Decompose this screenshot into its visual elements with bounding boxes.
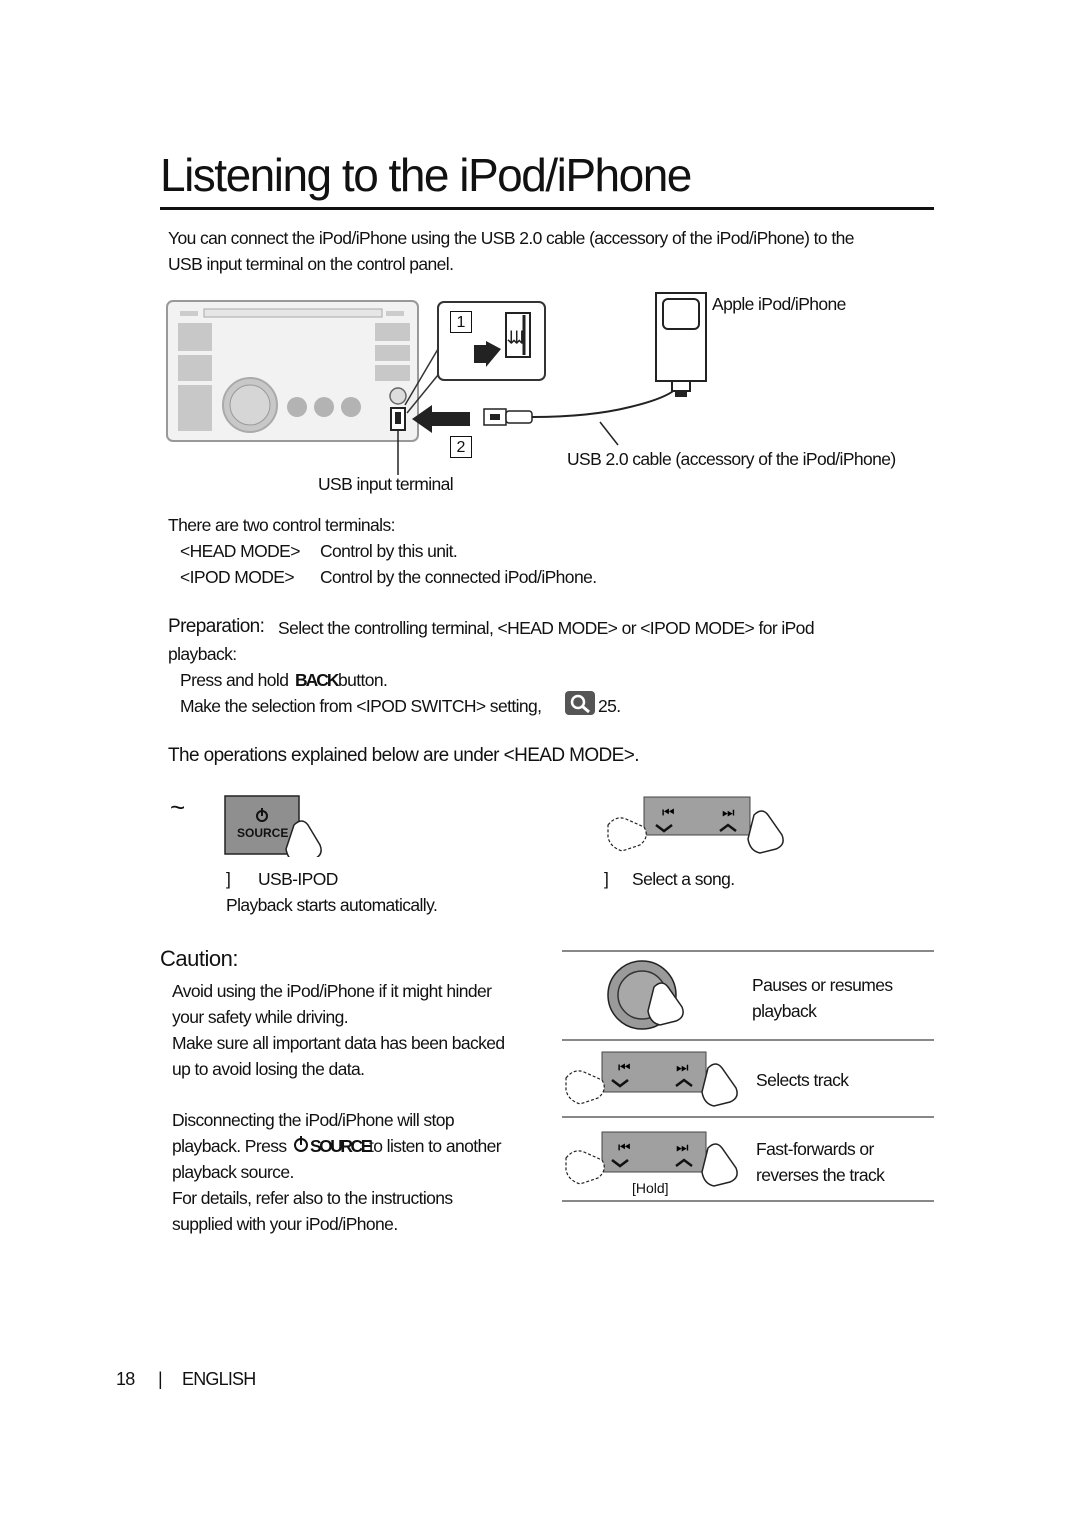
step2-value: Select a song. [632,869,735,889]
op-select-label: Selects track [756,1070,849,1090]
intro-line-2: USB input terminal on the control panel. [168,254,454,274]
usb-terminal-label: USB input terminal [318,474,454,494]
caution-title: Caution: [160,946,238,971]
back-key-label: BACK [295,670,340,690]
hand-pointer-icon [647,982,684,1026]
mode-ipod-label: <IPOD MODE> [180,567,295,587]
prep-bullet1-post: button. [338,670,388,690]
op-pause-label: Pauses or resumes [752,975,893,995]
insert-arrow-icon [412,405,470,433]
power-icon [294,1136,308,1152]
preparation-label: Preparation: [168,616,265,637]
caution-line: up to avoid losing the data. [172,1059,365,1079]
mode-head-desc: Control by this unit. [320,541,458,561]
hand-left-icon [565,1070,605,1105]
usb-plug [483,380,681,426]
intro-line-1: You can connect the iPod/iPhone using th… [168,228,854,248]
cable-leader [599,421,619,446]
disconnect-line: For details, refer also to the instructi… [172,1188,453,1208]
modes-intro: There are two control terminals: [168,515,395,535]
hand-right-icon [701,1143,738,1187]
disconnect-line: playback. Press [172,1136,287,1156]
prep-bullet2: Make the selection from <IPOD SWITCH> se… [180,696,542,716]
track-buttons-illustration: ⏮ ⏭ [607,796,784,854]
mode-ipod-desc: Control by the connected iPod/iPhone. [320,567,597,587]
caution-line: Make sure all important data has been ba… [172,1033,505,1053]
svg-text:⏭: ⏭ [722,805,735,821]
callout-2: 2 [450,436,472,458]
svg-text:⏮: ⏮ [618,1060,631,1076]
table-rule [562,950,934,952]
apple-device-label: Apple iPod/iPhone [712,294,846,314]
connection-diagram: ⇶ [166,292,707,475]
table-rule [562,1116,934,1118]
operations-line: The operations explained below are under… [168,745,640,766]
op-pause-label-2: playback [752,1001,817,1021]
preparation-text-2: playback: [168,644,237,664]
disconnect-line: to listen to another [369,1136,502,1156]
page-number: 18 [116,1369,135,1389]
hand-right-icon [701,1063,738,1107]
svg-text:⏭: ⏭ [676,1140,689,1156]
source-key-text: SOURCE [310,1136,372,1156]
op-ff-label: Fast-forwards or [756,1139,874,1159]
hold-label: [Hold] [632,1180,669,1196]
page-title: Listening to the iPod/iPhone [160,149,692,201]
track-hold-illustration: ⏮ ⏭ [565,1131,738,1187]
table-rule [562,1200,934,1202]
hand-right-icon [747,810,784,854]
mode-head-label: <HEAD MODE> [180,541,300,561]
caution-line: your safety while driving. [172,1007,349,1027]
volume-knob-illustration [607,960,684,1030]
callout-1: 1 [450,311,472,333]
svg-text:⏮: ⏮ [618,1140,631,1156]
svg-text:⇶: ⇶ [506,329,527,344]
hand-pointer-icon [285,820,322,857]
op-ff-label-2: reverses the track [756,1165,885,1185]
footer-language: ENGLISH [182,1369,256,1389]
hand-left-icon [607,817,647,852]
step1-bracket: ] [226,869,231,889]
step1-value: USB-IPOD [258,869,338,889]
table-rule [562,1039,934,1041]
title-rule [160,207,934,210]
hand-left-icon [565,1150,605,1185]
disconnect-line: Disconnecting the iPod/iPhone will stop [172,1110,455,1130]
track-select-illustration: ⏮ ⏭ [565,1051,738,1107]
svg-text:⏭: ⏭ [676,1060,689,1076]
disconnect-line: supplied with your iPod/iPhone. [172,1214,398,1234]
step-tilde: ~ [170,792,186,822]
source-key-label: SOURCE [237,826,289,840]
preparation-text: Select the controlling terminal, <HEAD M… [278,618,815,638]
step2-bracket: ] [604,869,609,889]
magnifier-icon [565,691,595,715]
source-button-illustration [224,795,322,857]
step1-note: Playback starts automatically. [226,895,438,915]
car-unit-panel [166,300,419,442]
magnified-usb-port: ⇶ [404,301,546,414]
disconnect-line: playback source. [172,1162,294,1182]
svg-text:⏮: ⏮ [662,805,675,821]
ipod-device [655,292,707,397]
prep-bullet1-pre: Press and hold [180,670,289,690]
prep-bullet2-page: 25. [598,696,621,716]
caution-line: Avoid using the iPod/iPhone if it might … [172,981,492,1001]
footer-separator: | [158,1369,163,1389]
usb-cable-label: USB 2.0 cable (accessory of the iPod/iPh… [567,449,896,469]
